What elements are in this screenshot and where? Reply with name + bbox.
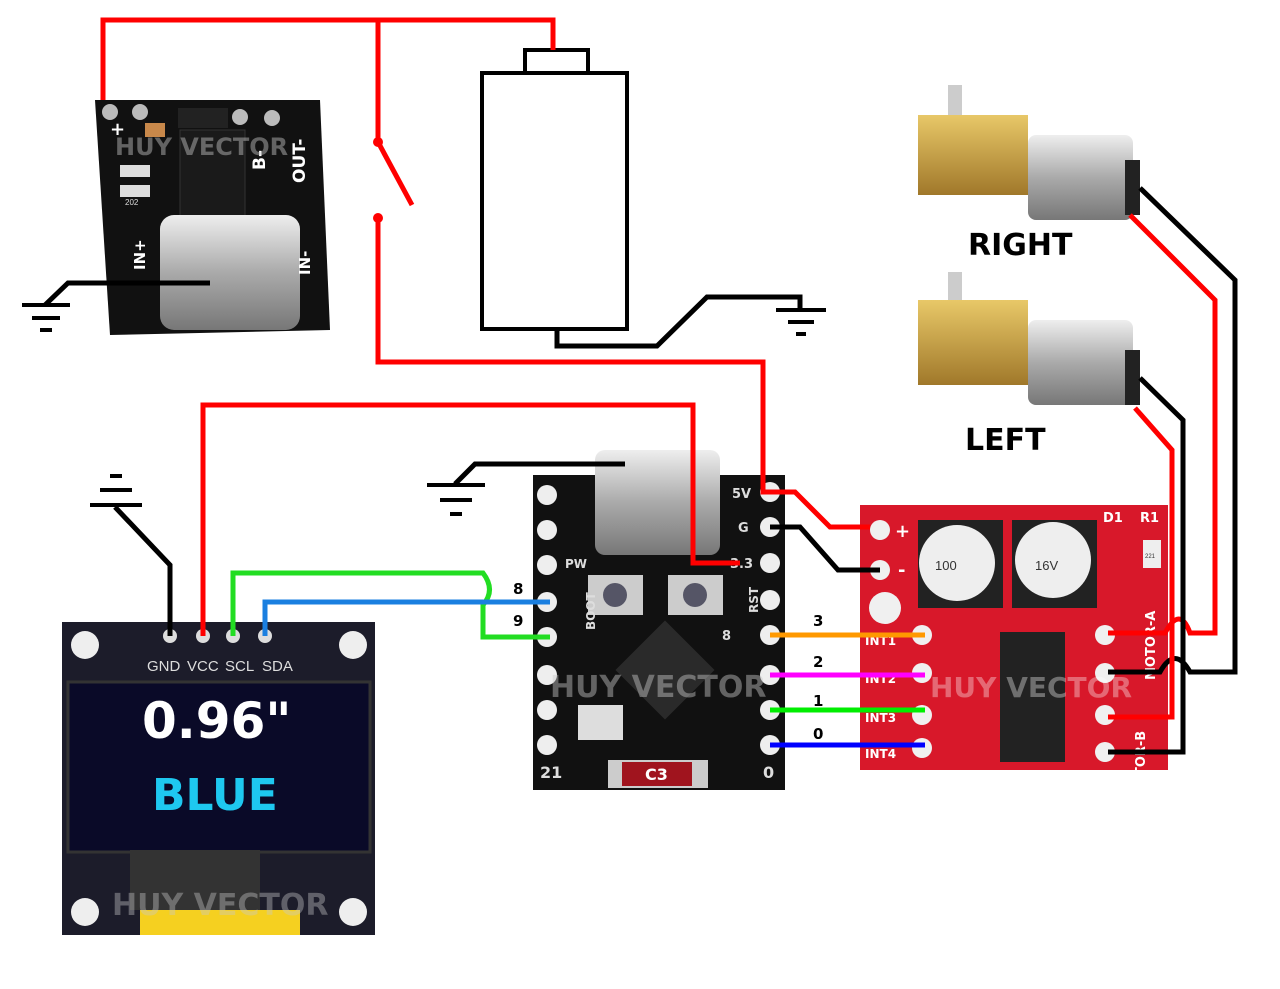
antenna-label: C3 [645, 765, 668, 784]
watermark: HUY VECTOR [112, 888, 328, 923]
motor-driver-board: 100 16V + - D1 R1 221 INT1 INT2 INT3 INT… [860, 505, 1168, 800]
pin-0-label: 0 [763, 763, 774, 782]
power-switch [373, 137, 415, 223]
pin-8-silk: 8 [722, 629, 731, 644]
pin-number-sda: 8 [513, 580, 523, 598]
wire-oled-vcc [200, 402, 740, 636]
wire-mcu-gnd [453, 461, 625, 486]
oled-display: GND VCC SCL SDA 0.96" BLUE HUY VECTOR [62, 622, 375, 935]
motor-left [918, 272, 1140, 405]
pw-label: PW [565, 557, 587, 571]
wire-scl [230, 570, 550, 640]
watermark: HUY VECTOR [115, 133, 288, 161]
oled-gnd-label: GND [147, 658, 181, 675]
motor-right-label: RIGHT [968, 228, 1073, 263]
watermark: HUY VECTOR [550, 670, 766, 705]
plus-label: + [895, 521, 910, 542]
ground-icon [22, 303, 70, 332]
usb-c-port [595, 450, 720, 555]
watermark: HUY VECTOR [930, 671, 1132, 704]
cap-label: 100 [935, 558, 957, 573]
cap-label: 16V [1035, 558, 1058, 573]
int3-label: INT3 [865, 711, 896, 725]
charger-in-minus-label: IN- [296, 251, 314, 275]
wires [43, 17, 1238, 755]
pin-number-int1: 3 [813, 612, 823, 630]
r1-label: R1 [1140, 511, 1159, 526]
esp32-c3-board: C3 5V G 3.3 PW BOOT RST 8 21 0 HUY VECTO… [533, 450, 785, 790]
ground-icon [427, 483, 485, 516]
wire-driver-gnd [770, 524, 880, 573]
oled-size-text: 0.96" [142, 692, 291, 750]
wire-oled-gnd [113, 505, 173, 636]
d1-label: D1 [1103, 511, 1123, 526]
wire-left-motor-black [1108, 376, 1186, 755]
minus-label: - [898, 560, 905, 581]
charger-b-minus-label: B- [250, 150, 270, 170]
wire-battery-plus [100, 17, 556, 100]
pin-number-scl: 9 [513, 612, 523, 630]
wire-switch-out-5v [375, 218, 870, 530]
oled-color-text: BLUE [152, 770, 278, 821]
wire-sda [262, 599, 550, 636]
battery [480, 48, 629, 331]
pin-21-label: 21 [540, 763, 562, 782]
wire-charger-gnd [43, 280, 210, 307]
pin-number-int4: 0 [813, 725, 823, 743]
pin-number-int2: 2 [813, 653, 823, 671]
charger-plus-label: + [110, 119, 125, 140]
mcu-pins-left [537, 485, 557, 755]
wire-left-motor-red [1108, 406, 1175, 720]
charger-in-plus-label: IN+ [131, 239, 149, 270]
charger-out-minus-label: OUT- [290, 139, 310, 183]
wire-battery-gnd [554, 294, 803, 349]
pin-5v-label: 5V [732, 487, 751, 502]
oled-scl-label: SCL [225, 658, 254, 675]
resistor-label: 221 [1145, 554, 1156, 560]
motor-b-label: MOTOR-B [1134, 731, 1149, 800]
rst-label: RST [747, 586, 761, 613]
pin-g-label: G [738, 521, 749, 536]
charger-smd-label: 202 [125, 198, 139, 207]
oled-vcc-label: VCC [187, 658, 219, 675]
ground-icon [776, 308, 826, 336]
motor-a-label: MOTOR-A [1144, 611, 1159, 680]
oled-sda-label: SDA [262, 658, 293, 675]
motor-right [918, 85, 1140, 220]
boot-label: BOOT [584, 591, 598, 630]
motor-left-label: LEFT [965, 423, 1046, 458]
driver-ic [1000, 632, 1065, 762]
int4-label: INT4 [865, 747, 896, 761]
wire-right-motor-black [1108, 186, 1238, 675]
charger-module: + B- OUT- IN+ IN- 202 HUY VECTOR [95, 100, 330, 335]
ground-icon [90, 474, 142, 507]
pin-number-int3: 1 [813, 692, 823, 710]
